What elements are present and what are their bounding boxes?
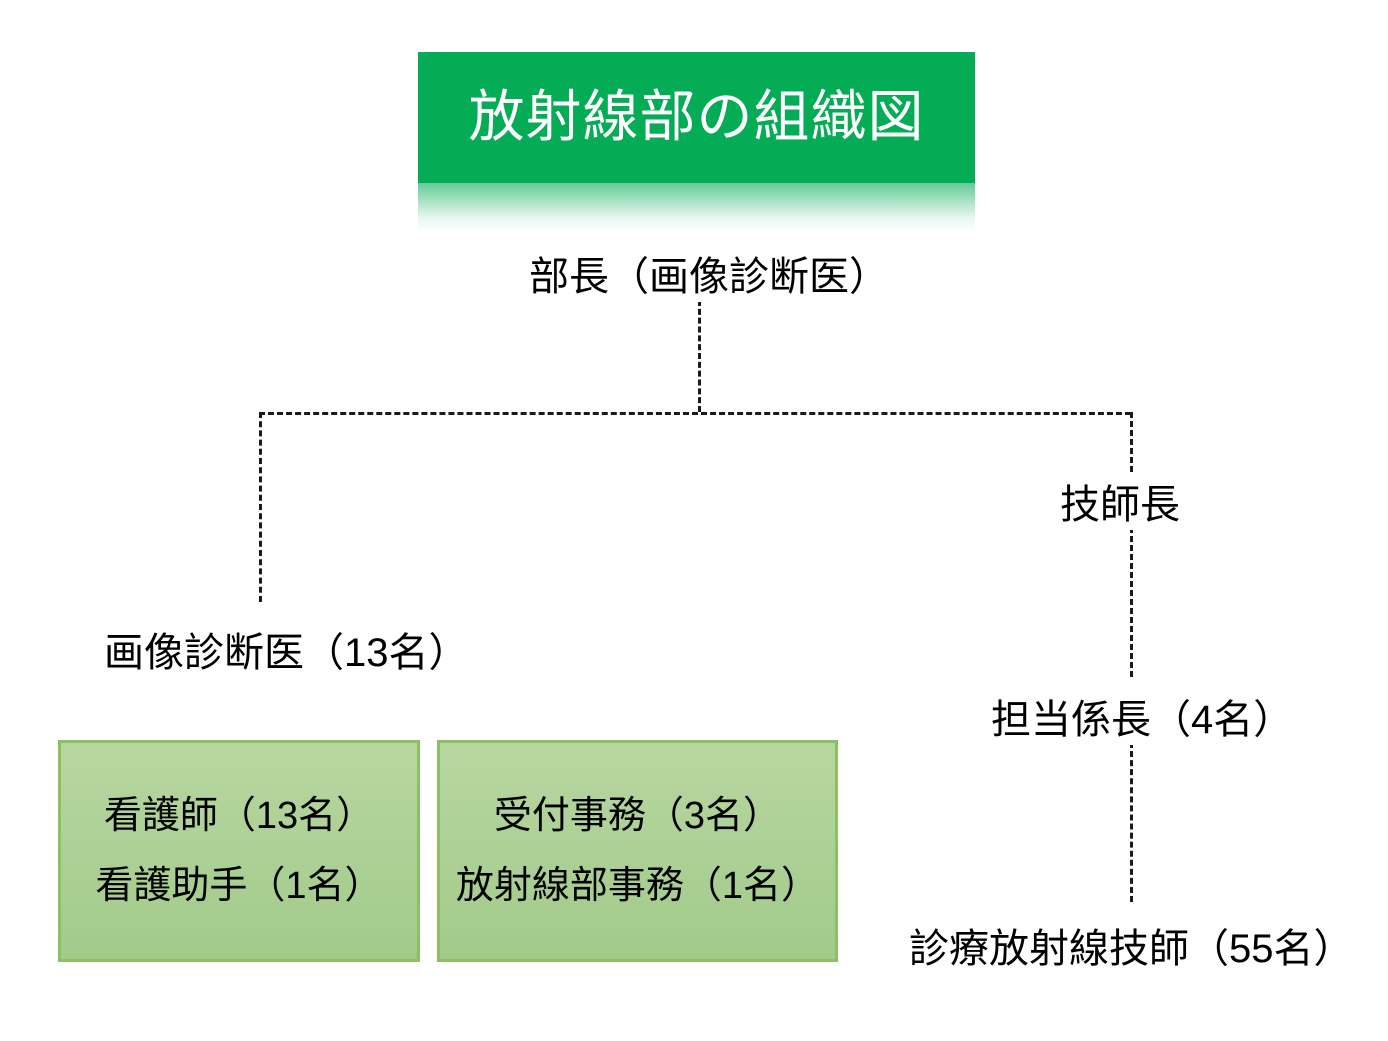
connector-drop-chief-tech: [1130, 412, 1133, 472]
staff-box-nursing: 看護師（13名） 看護助手（1名）: [58, 740, 420, 962]
page-title: 放射線部の組織図: [468, 85, 925, 149]
staff-box-clerical: 受付事務（3名） 放射線部事務（1名）: [437, 740, 838, 962]
connector-drop-section-chief: [1130, 527, 1133, 677]
node-chief-technologist: 技師長: [1060, 472, 1180, 530]
connector-drop-radiologist: [259, 412, 262, 602]
node-technologist: 診療放射線技師（55名）: [909, 916, 1354, 974]
connector-director-stem: [698, 300, 701, 412]
node-section-chief: 担当係長（4名）: [991, 687, 1294, 745]
staff-box-nursing-line-2: 看護助手（1名）: [95, 865, 383, 907]
staff-box-nursing-line-1: 看護師（13名）: [103, 795, 375, 837]
connector-drop-technologist: [1130, 742, 1133, 902]
staff-box-clerical-line-2: 放射線部事務（1名）: [455, 865, 820, 907]
connector-horizontal-bus: [259, 412, 1131, 415]
staff-box-clerical-line-1: 受付事務（3名）: [493, 795, 782, 837]
title-banner-reflection: 放射線部の組織図: [418, 183, 975, 231]
node-director: 部長（画像診断医）: [529, 244, 889, 302]
reflection-gradient: [418, 183, 975, 231]
title-banner: 放射線部の組織図: [418, 52, 975, 183]
node-radiologist: 画像診断医（13名）: [104, 620, 469, 678]
